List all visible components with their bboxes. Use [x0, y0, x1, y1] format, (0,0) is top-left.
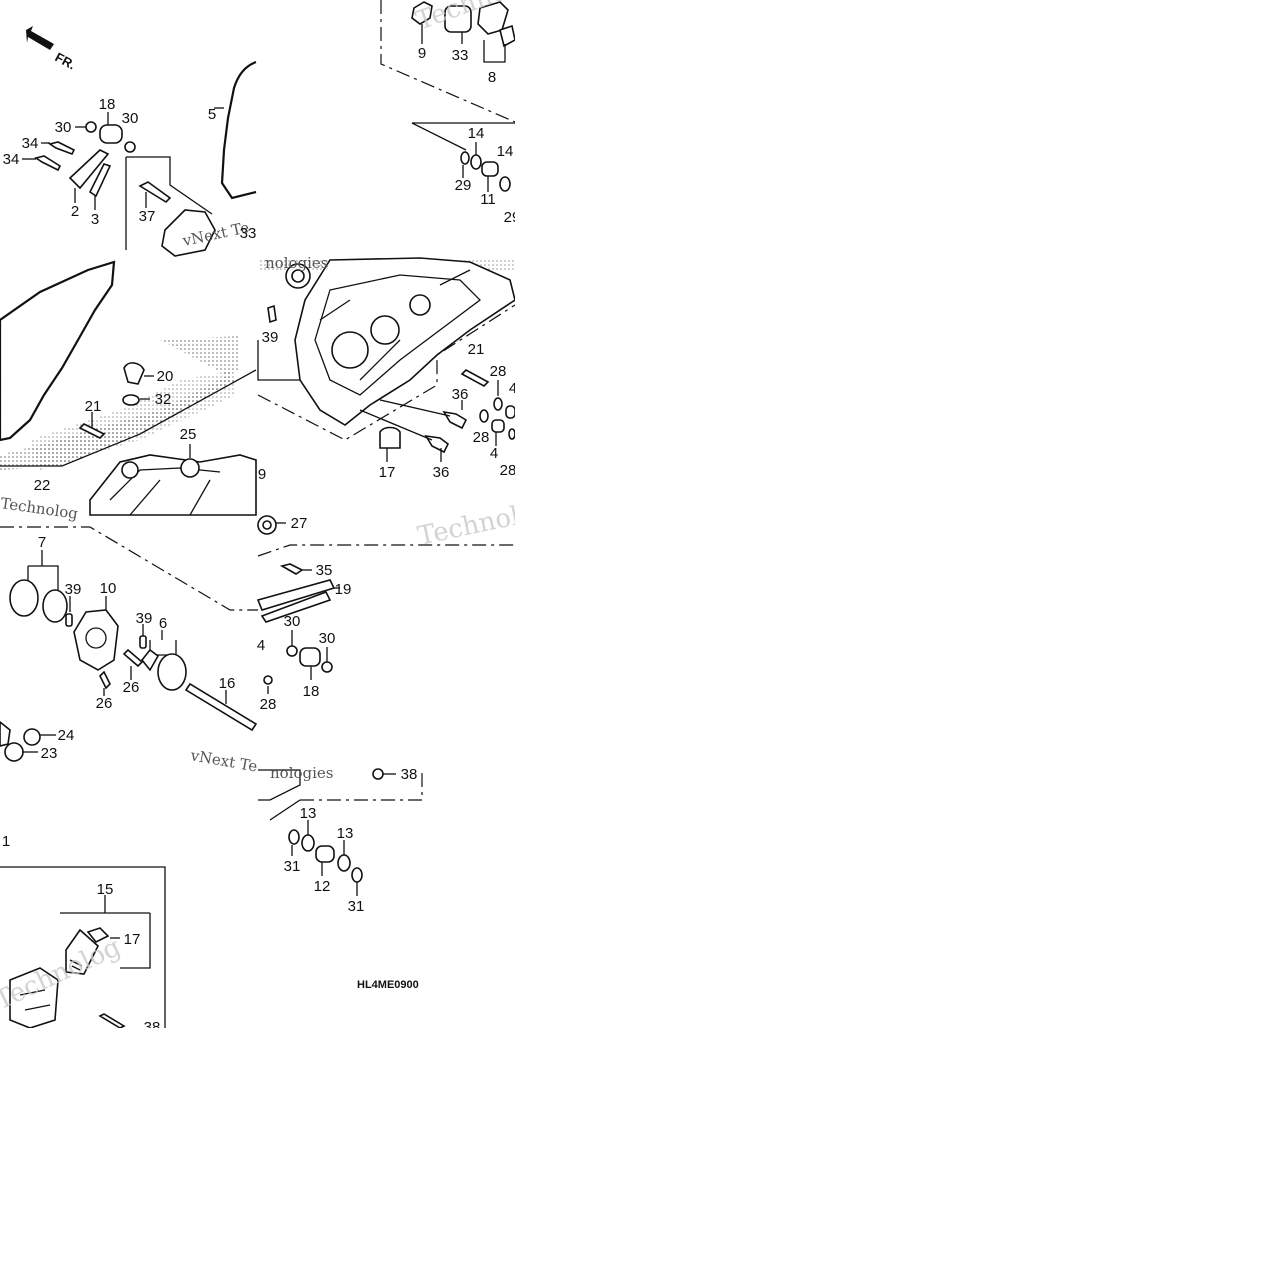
part-group-20-32	[78, 362, 154, 439]
svg-text:nologies: nologies	[265, 254, 329, 272]
part-crankcase	[267, 257, 516, 449]
callout: 39	[136, 610, 153, 627]
callout: 30	[122, 110, 139, 127]
callout: 21	[85, 398, 102, 415]
callout: 32	[155, 391, 172, 408]
part-group-oil-pump	[9, 550, 258, 732]
callout: 3	[91, 211, 99, 228]
callout: 1	[2, 833, 10, 850]
callout: 14	[468, 125, 485, 142]
callout: 13	[300, 805, 317, 822]
part-group-seals-lower	[288, 768, 396, 896]
callout: 24	[58, 727, 75, 744]
part-left-case	[89, 444, 257, 516]
callout: 36	[433, 464, 450, 481]
callout: 27	[291, 515, 308, 532]
svg-text:Technolog: Technolog	[0, 932, 125, 1016]
svg-text:Technolog: Technolog	[0, 494, 79, 523]
callout: 18	[99, 96, 116, 113]
part-group-18-lower	[263, 630, 333, 694]
callout: 23	[41, 745, 58, 762]
callout: 29	[455, 177, 472, 194]
callout: 33	[240, 225, 257, 242]
callout: 14	[497, 143, 514, 160]
callout: 6	[159, 615, 167, 632]
callout: 7	[38, 534, 46, 551]
callout: 4	[509, 380, 517, 397]
callout: 33	[452, 47, 469, 64]
callout: 26	[96, 695, 113, 712]
callout: 13	[337, 825, 354, 842]
callout: 17	[379, 464, 396, 481]
callout: 30	[284, 613, 301, 630]
callout: 30	[319, 630, 336, 647]
callout: 34	[22, 135, 39, 152]
part-group-24-23	[0, 720, 56, 762]
callout: 8	[488, 69, 496, 86]
callout: 34	[3, 151, 20, 168]
callout: 26	[123, 679, 140, 696]
callout: 19	[335, 581, 352, 598]
callout: 31	[348, 898, 365, 915]
callout: 4	[490, 445, 498, 462]
callout: 28	[500, 462, 517, 479]
callout: 37	[139, 208, 156, 225]
callout: 25	[180, 426, 197, 443]
callout: 39	[262, 329, 279, 346]
callout-labels: 9 33 8 14 14 29 11 29 5 18 30 30 34 34 2…	[2, 45, 521, 1036]
part-group-oil-filter	[9, 895, 126, 1029]
callout: 12	[314, 878, 331, 895]
part-group-belt	[256, 563, 340, 623]
gaskets	[0, 60, 257, 442]
part-group-seals-upper	[460, 142, 511, 192]
callout: 18	[303, 683, 320, 700]
blank-area-right	[515, 0, 1285, 1285]
part-27	[257, 515, 286, 535]
blank-area-bottom	[0, 1028, 515, 1285]
callout: 35	[316, 562, 333, 579]
part-group-left-upper	[22, 107, 224, 257]
callout: 31	[284, 858, 301, 875]
callout: 20	[157, 368, 174, 385]
callout: 9	[418, 45, 426, 62]
callout: 39	[65, 581, 82, 598]
callout: 10	[100, 580, 117, 597]
callout: 22	[34, 477, 51, 494]
callout: 15	[97, 881, 114, 898]
callout: 11	[480, 191, 496, 208]
callout: 28	[260, 696, 277, 713]
callout: 21	[468, 341, 485, 358]
callout: 38	[401, 766, 418, 783]
callout: 2	[71, 203, 79, 220]
callout: 30	[55, 119, 72, 136]
diagram-code: HL4ME0900	[357, 979, 419, 991]
callout: 16	[219, 675, 236, 692]
callout: 28	[490, 363, 507, 380]
part-group-top-right	[411, 1, 516, 63]
svg-text:nologies: nologies	[270, 764, 334, 782]
front-direction-arrow-icon	[26, 26, 54, 50]
callout: 28	[473, 429, 490, 446]
svg-text:vNext Te: vNext Te	[188, 746, 259, 776]
callout: 5	[208, 106, 216, 123]
part-group-center-right	[359, 369, 516, 462]
blank-area-lower-middle	[166, 780, 258, 1028]
callout: 9	[258, 466, 266, 483]
direction-label: FR.	[53, 49, 79, 72]
callout: 36	[452, 386, 469, 403]
callout: 4	[257, 637, 265, 654]
blank-area-top-center	[258, 0, 380, 256]
callout: 17	[124, 931, 141, 948]
